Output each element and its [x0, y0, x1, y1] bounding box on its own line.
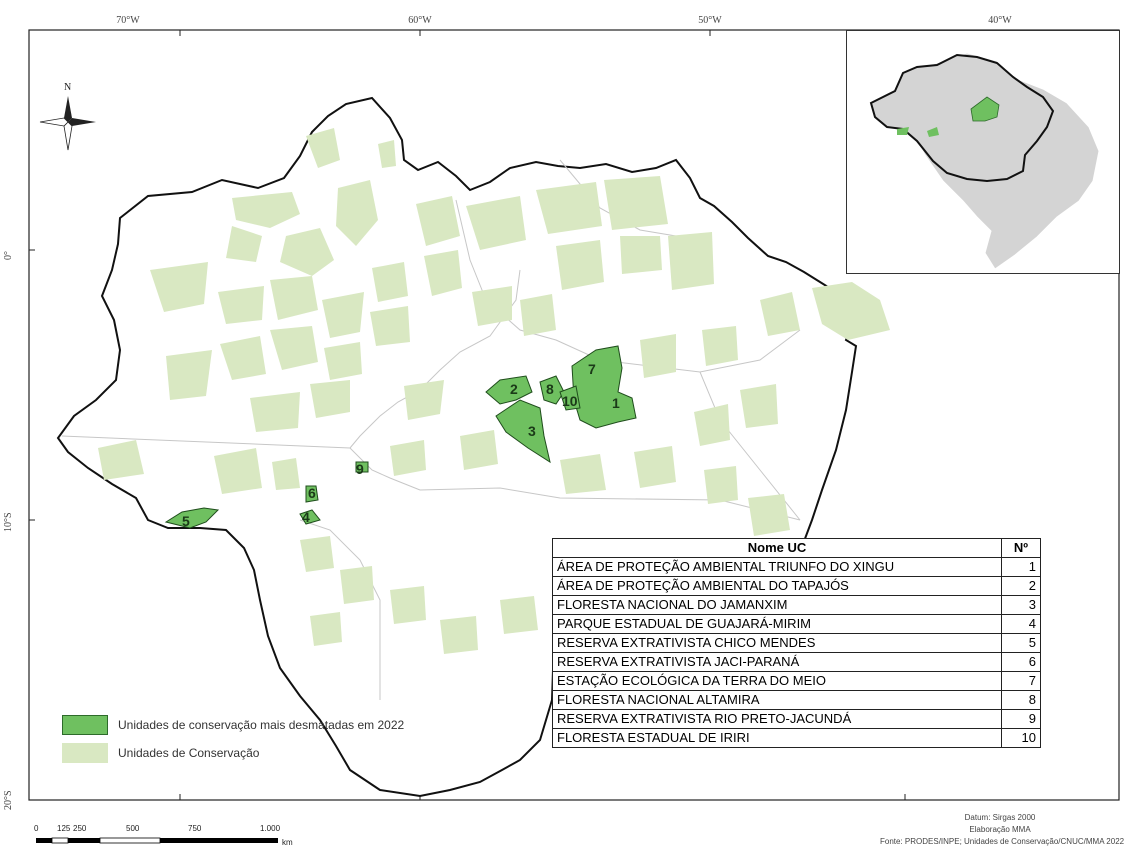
legend-swatch-protected	[62, 743, 108, 763]
inset-deforested-rondonia	[927, 127, 939, 137]
scale-tick-label: 125	[57, 824, 71, 833]
uc-name: ÁREA DE PROTEÇÃO AMBIENTAL TRIUNFO DO XI…	[552, 557, 1002, 577]
uc-area-2	[485, 375, 533, 405]
scale-unit: km	[282, 838, 293, 847]
uc-label-10: 10	[562, 393, 578, 409]
uc-area-7-1	[571, 345, 637, 429]
credits-elaboracao: Elaboração MMA	[969, 825, 1031, 834]
uc-name: FLORESTA NACIONAL ALTAMIRA	[552, 690, 1002, 710]
uc-label-4: 4	[302, 509, 310, 525]
uc-number-labels: 1 2 3 4 5 6 7 8 9 10	[182, 361, 620, 529]
uc-name: RESERVA EXTRATIVISTA RIO PRETO-JACUNDÁ	[552, 709, 1002, 729]
legend-swatch-deforested	[62, 715, 108, 735]
uc-name: ESTAÇÃO ECOLÓGICA DA TERRA DO MEIO	[552, 671, 1002, 691]
inset-amazon-outline	[869, 53, 1055, 183]
coord-label-40w: 40°W	[988, 15, 1012, 26]
legend-label-protected: Unidades de Conservação	[118, 746, 260, 760]
uc-area-10	[559, 385, 581, 411]
scale-tick-label: 250	[73, 824, 87, 833]
uc-label-7: 7	[588, 361, 596, 377]
uc-table-header-name: Nome UC	[552, 538, 1002, 558]
uc-name: RESERVA EXTRATIVISTA CHICO MENDES	[552, 633, 1002, 653]
uc-number: 4	[1001, 614, 1041, 634]
credits-fonte: Fonte: PRODES/INPE; Unidades de Conserva…	[880, 837, 1124, 846]
uc-label-3: 3	[528, 423, 536, 439]
uc-area-3	[495, 399, 551, 464]
inset-map-canvas	[869, 52, 1100, 270]
coord-label-70w: 70°W	[116, 15, 140, 26]
legend-item-deforested: Unidades de conservação mais desmatadas …	[62, 715, 404, 735]
inset-map	[846, 30, 1120, 274]
uc-table-header-row: Nome UC Nº	[552, 538, 1041, 558]
scale-tick-label: 0	[34, 824, 39, 833]
scale-tick-label: 750	[188, 824, 202, 833]
north-arrow-icon: N	[39, 82, 96, 151]
inset-deforested-zone	[970, 96, 1000, 122]
scale-bar	[36, 837, 278, 844]
uc-number: 2	[1001, 576, 1041, 596]
uc-name: FLORESTA ESTADUAL DE IRIRI	[552, 728, 1002, 748]
uc-area-4	[299, 509, 321, 525]
table-row: ÁREA DE PROTEÇÃO AMBIENTAL TRIUNFO DO XI…	[552, 557, 1041, 577]
coord-label-60w: 60°W	[408, 15, 432, 26]
deforested-areas	[164, 345, 637, 529]
uc-area-8	[539, 375, 565, 405]
uc-area-6	[305, 485, 319, 503]
uc-number: 8	[1001, 690, 1041, 710]
uc-area-5	[164, 507, 220, 529]
map-credits: Datum: Sirgas 2000 Elaboração MMA Fonte:…	[880, 812, 1124, 848]
uc-table-header-num: Nº	[1001, 538, 1041, 558]
scale-tick-label: 1.000	[260, 824, 281, 833]
uc-label-2: 2	[510, 381, 518, 397]
protected-areas	[98, 128, 890, 654]
uc-label-9: 9	[356, 461, 364, 477]
uc-number: 9	[1001, 709, 1041, 729]
uc-area-9	[355, 461, 369, 473]
uc-number: 6	[1001, 652, 1041, 672]
uc-number: 5	[1001, 633, 1041, 653]
uc-number: 1	[1001, 557, 1041, 577]
map-frame	[28, 29, 1120, 801]
uc-label-8: 8	[546, 381, 554, 397]
scale-tick-label: 500	[126, 824, 140, 833]
uc-number: 7	[1001, 671, 1041, 691]
amazon-region-outline	[56, 96, 858, 798]
uc-name: RESERVA EXTRATIVISTA JACI-PARANÁ	[552, 652, 1002, 672]
uc-name: PARQUE ESTADUAL DE GUAJARÁ-MIRIM	[552, 614, 1002, 634]
north-label: N	[64, 82, 71, 93]
uc-number: 10	[1001, 728, 1041, 748]
coord-label-50w: 50°W	[698, 15, 722, 26]
uc-label-1: 1	[612, 395, 620, 411]
uc-label-6: 6	[308, 485, 316, 501]
legend-label-deforested: Unidades de conservação mais desmatadas …	[118, 718, 405, 732]
uc-number: 3	[1001, 595, 1041, 615]
inset-deforested-west	[897, 127, 909, 135]
uc-label-5: 5	[182, 513, 190, 529]
credits-datum: Datum: Sirgas 2000	[964, 813, 1036, 822]
uc-name: ÁREA DE PROTEÇÃO AMBIENTAL DO TAPAJÓS	[552, 576, 1002, 596]
legend-item-protected: Unidades de Conservação	[62, 743, 404, 763]
uc-table: Nome UC Nº ÁREA DE PROTEÇÃO AMBIENTAL TR…	[552, 538, 1041, 748]
map-legend: Unidades de conservação mais desmatadas …	[62, 715, 404, 771]
uc-name: FLORESTA NACIONAL DO JAMANXIM	[552, 595, 1002, 615]
